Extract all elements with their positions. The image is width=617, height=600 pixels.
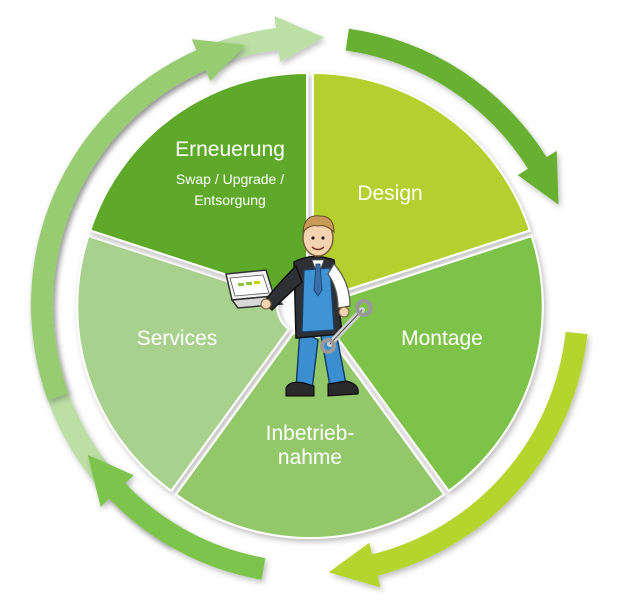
cycle-segments <box>76 71 544 539</box>
cycle-arrow-5 <box>31 39 246 401</box>
segment-label-inbetriebnahme: Inbetrieb- <box>266 422 355 445</box>
segment-label-montage: Montage <box>401 327 483 350</box>
wrench-icon <box>320 299 373 354</box>
segment-label-design: Design <box>357 182 422 205</box>
cycle-arrow-2 <box>345 28 559 205</box>
segment-label-inbetriebnahme: nahme <box>278 446 342 469</box>
cycle-arrows <box>31 16 588 588</box>
cycle-arrow-4 <box>87 454 266 580</box>
segment-label-erneuerung: Swap / Upgrade / <box>176 171 284 187</box>
segment-label-erneuerung: Entsorgung <box>194 192 266 208</box>
segment-label-services: Services <box>137 327 218 350</box>
cycle-arrow-3 <box>328 331 588 588</box>
worker-with-laptop-and-wrench-icon <box>225 215 373 397</box>
segment-label-erneuerung: Erneuerung <box>175 138 285 161</box>
